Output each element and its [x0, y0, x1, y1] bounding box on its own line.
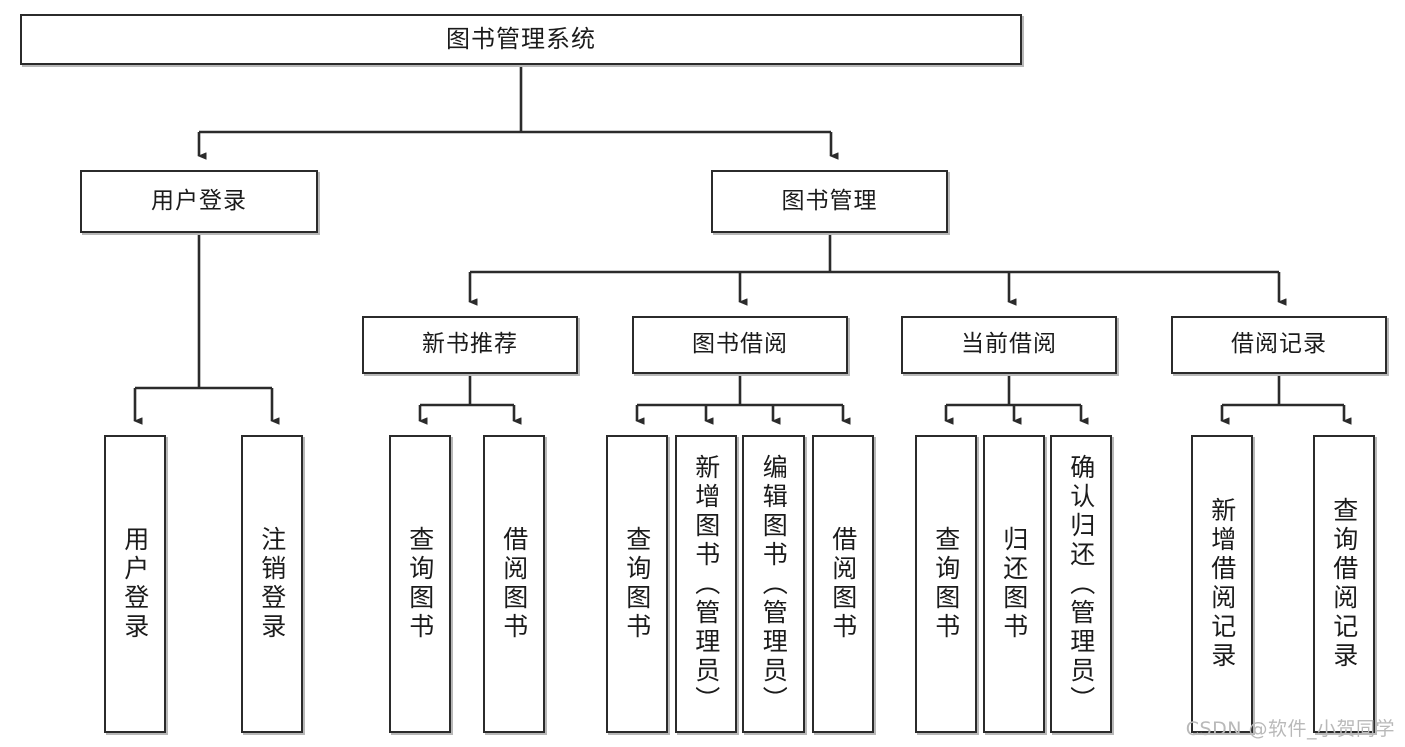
- leaf-add-borrow-record-label: 新增借阅记录: [1207, 497, 1237, 671]
- node-book-manage[interactable]: 图书管理: [711, 170, 948, 233]
- node-root[interactable]: 图书管理系统: [20, 14, 1022, 65]
- leaf-borrow-book[interactable]: 借阅图书: [812, 435, 874, 733]
- node-root-label: 图书管理系统: [446, 25, 596, 54]
- node-book-manage-label: 图书管理: [781, 187, 878, 214]
- leaf-return-book[interactable]: 归还图书: [983, 435, 1045, 733]
- leaf-query-book-borrow[interactable]: 查询图书: [606, 435, 668, 733]
- node-book-borrow[interactable]: 图书借阅: [632, 316, 848, 374]
- leaf-confirm-return[interactable]: 确认归还（管理员）: [1050, 435, 1112, 733]
- node-borrow-record-label: 借阅记录: [1231, 331, 1327, 358]
- leaf-query-book-recommend-label: 查询图书: [405, 526, 435, 642]
- leaf-query-book-current[interactable]: 查询图书: [915, 435, 977, 733]
- leaf-edit-book[interactable]: 编辑图书（管理员）: [742, 435, 805, 733]
- leaf-edit-book-label: 编辑图书（管理员）: [759, 453, 789, 715]
- leaf-user-login-label: 用户登录: [120, 526, 150, 642]
- node-new-book-recommend-label: 新书推荐: [422, 331, 518, 358]
- leaf-query-book-borrow-label: 查询图书: [622, 526, 652, 642]
- leaf-borrow-book-recommend[interactable]: 借阅图书: [483, 435, 545, 733]
- leaf-user-logout-label: 注销登录: [257, 526, 287, 642]
- leaf-add-book[interactable]: 新增图书（管理员）: [675, 435, 737, 733]
- leaf-user-login[interactable]: 用户登录: [104, 435, 166, 733]
- node-user-login[interactable]: 用户登录: [80, 170, 318, 233]
- leaf-user-logout[interactable]: 注销登录: [241, 435, 303, 733]
- leaf-borrow-book-label: 借阅图书: [828, 526, 858, 642]
- node-current-borrow-label: 当前借阅: [961, 331, 1057, 358]
- leaf-query-borrow-record[interactable]: 查询借阅记录: [1313, 435, 1375, 733]
- leaf-query-book-current-label: 查询图书: [931, 526, 961, 642]
- node-current-borrow[interactable]: 当前借阅: [901, 316, 1117, 374]
- leaf-query-book-recommend[interactable]: 查询图书: [389, 435, 451, 733]
- node-borrow-record[interactable]: 借阅记录: [1171, 316, 1387, 374]
- leaf-add-book-label: 新增图书（管理员）: [691, 453, 721, 715]
- leaf-add-borrow-record[interactable]: 新增借阅记录: [1191, 435, 1253, 733]
- node-user-login-label: 用户登录: [151, 187, 247, 214]
- leaf-borrow-book-recommend-label: 借阅图书: [499, 526, 529, 642]
- node-new-book-recommend[interactable]: 新书推荐: [362, 316, 578, 374]
- csdn-watermark: CSDN @软件_小贺同学: [1185, 718, 1395, 740]
- leaf-query-borrow-record-label: 查询借阅记录: [1329, 497, 1359, 671]
- leaf-confirm-return-label: 确认归还（管理员）: [1066, 453, 1096, 715]
- node-book-borrow-label: 图书借阅: [692, 331, 788, 358]
- leaf-return-book-label: 归还图书: [999, 526, 1029, 642]
